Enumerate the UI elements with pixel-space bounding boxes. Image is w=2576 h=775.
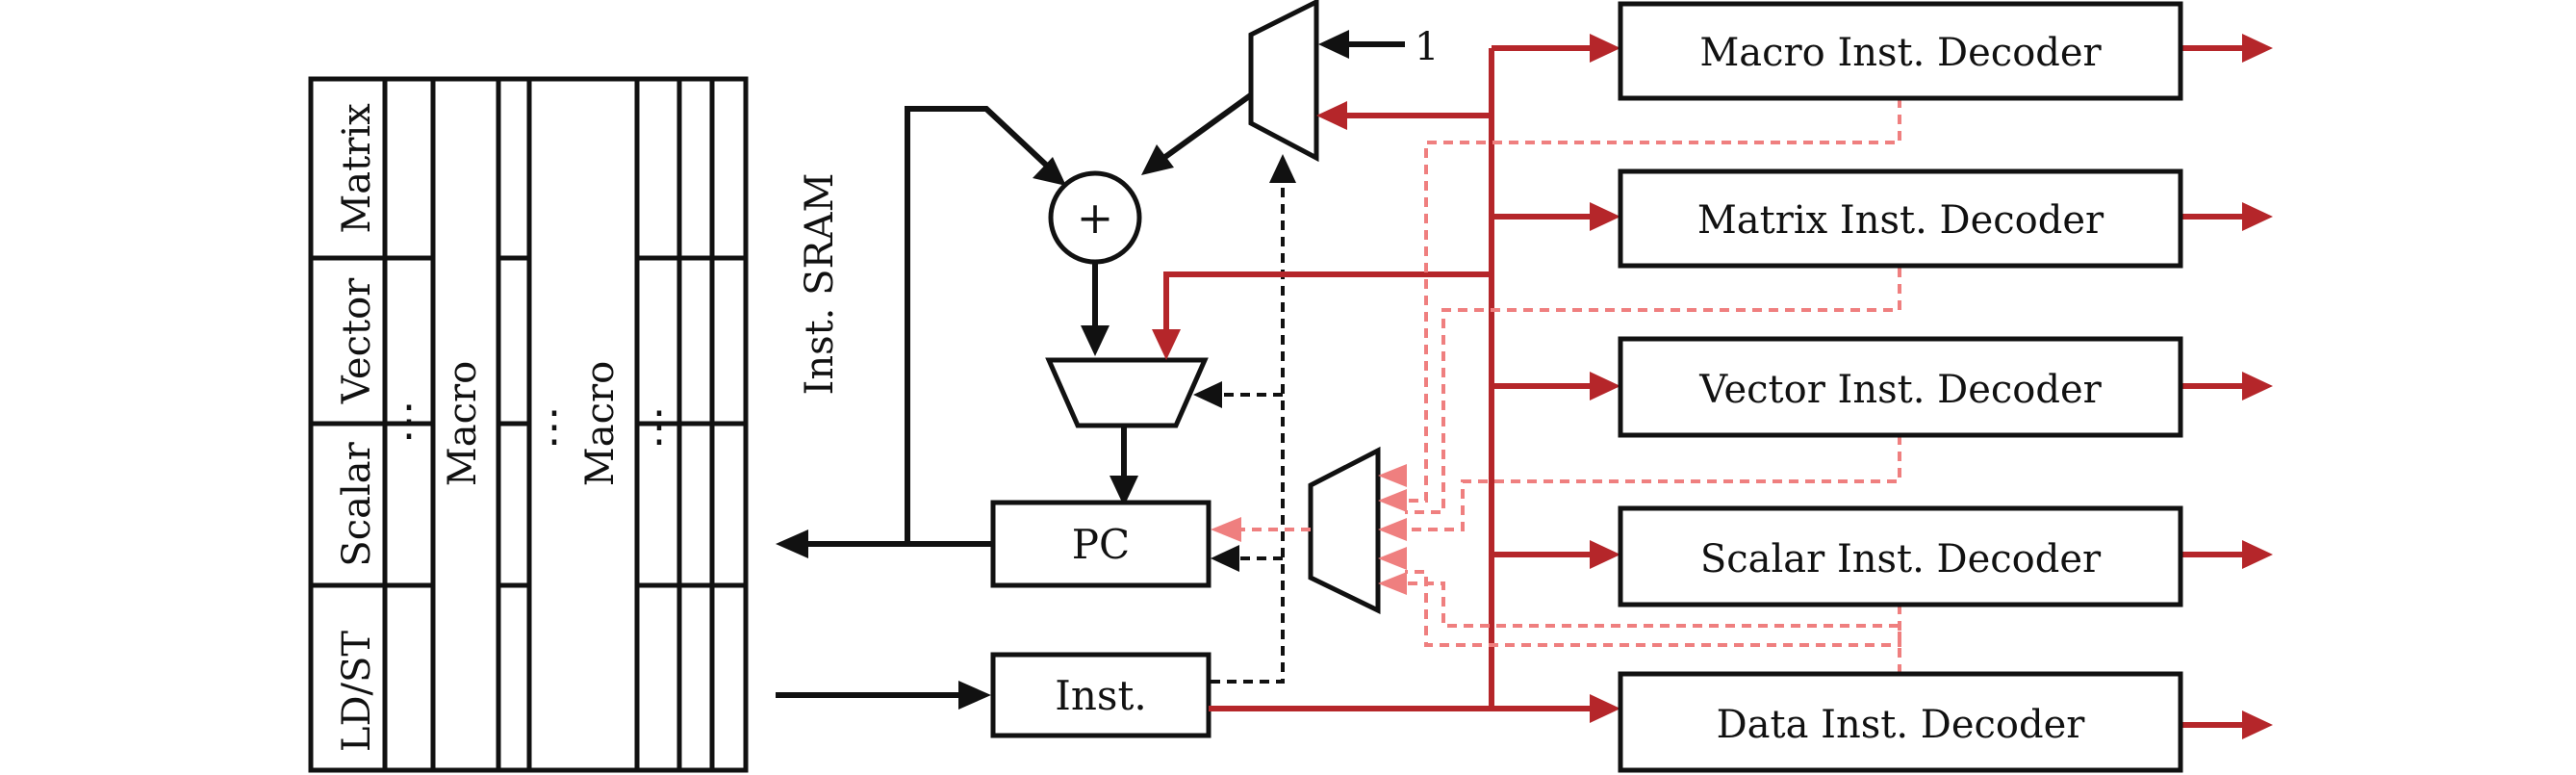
ellipsis-2: ⋮ [533, 402, 575, 452]
pc-label: PC [1072, 521, 1130, 568]
adder-symbol: + [1077, 192, 1114, 244]
decode-datapath [1152, 34, 2273, 739]
pc-register: PC [990, 500, 1211, 588]
sram-label: Inst. SRAM [798, 173, 842, 396]
decoder-scalar: Scalar Inst. Decoder [1618, 505, 2183, 607]
instruction-memory: LD/ST Scalar Vector Matrix ⋮ Macro ⋮ Mac… [308, 76, 749, 773]
inst-label: Inst. [1055, 672, 1146, 719]
decoder-vector-label: Vector Inst. Decoder [1698, 368, 2102, 412]
macro-label-1: Macro [441, 361, 485, 486]
decoder-matrix-label: Matrix Inst. Decoder [1697, 198, 2104, 243]
decoder-macro: Macro Inst. Decoder [1618, 1, 2183, 101]
vector-label: Vector [335, 277, 379, 404]
decoder-data: Data Inst. Decoder [1618, 671, 2183, 773]
fetch-datapath [776, 30, 1405, 710]
decoder-macro-label: Macro Inst. Decoder [1699, 31, 2102, 75]
increment-mux [1248, 0, 1319, 163]
adder: + [1048, 170, 1142, 265]
decoder-matrix: Matrix Inst. Decoder [1618, 168, 2183, 269]
constant-one: 1 [1415, 25, 1439, 69]
branch-control [1211, 98, 1901, 674]
branch-target-mux [1308, 446, 1381, 614]
decoder-scalar-label: Scalar Inst. Decoder [1700, 537, 2102, 581]
decoder-data-label: Data Inst. Decoder [1717, 703, 2086, 747]
macro-label-2: Macro [578, 361, 623, 486]
inst-register: Inst. [990, 652, 1211, 738]
decoder-vector: Vector Inst. Decoder [1618, 336, 2183, 438]
matrix-label: Matrix [335, 103, 379, 234]
pc-select-mux [1045, 357, 1209, 428]
ellipsis-1: ⋮ [388, 397, 430, 446]
scalar-label: Scalar [335, 441, 379, 566]
ellipsis-3: ⋮ [638, 402, 680, 452]
ldst-label: LD/ST [335, 631, 379, 753]
control-dashed [1193, 154, 1296, 684]
